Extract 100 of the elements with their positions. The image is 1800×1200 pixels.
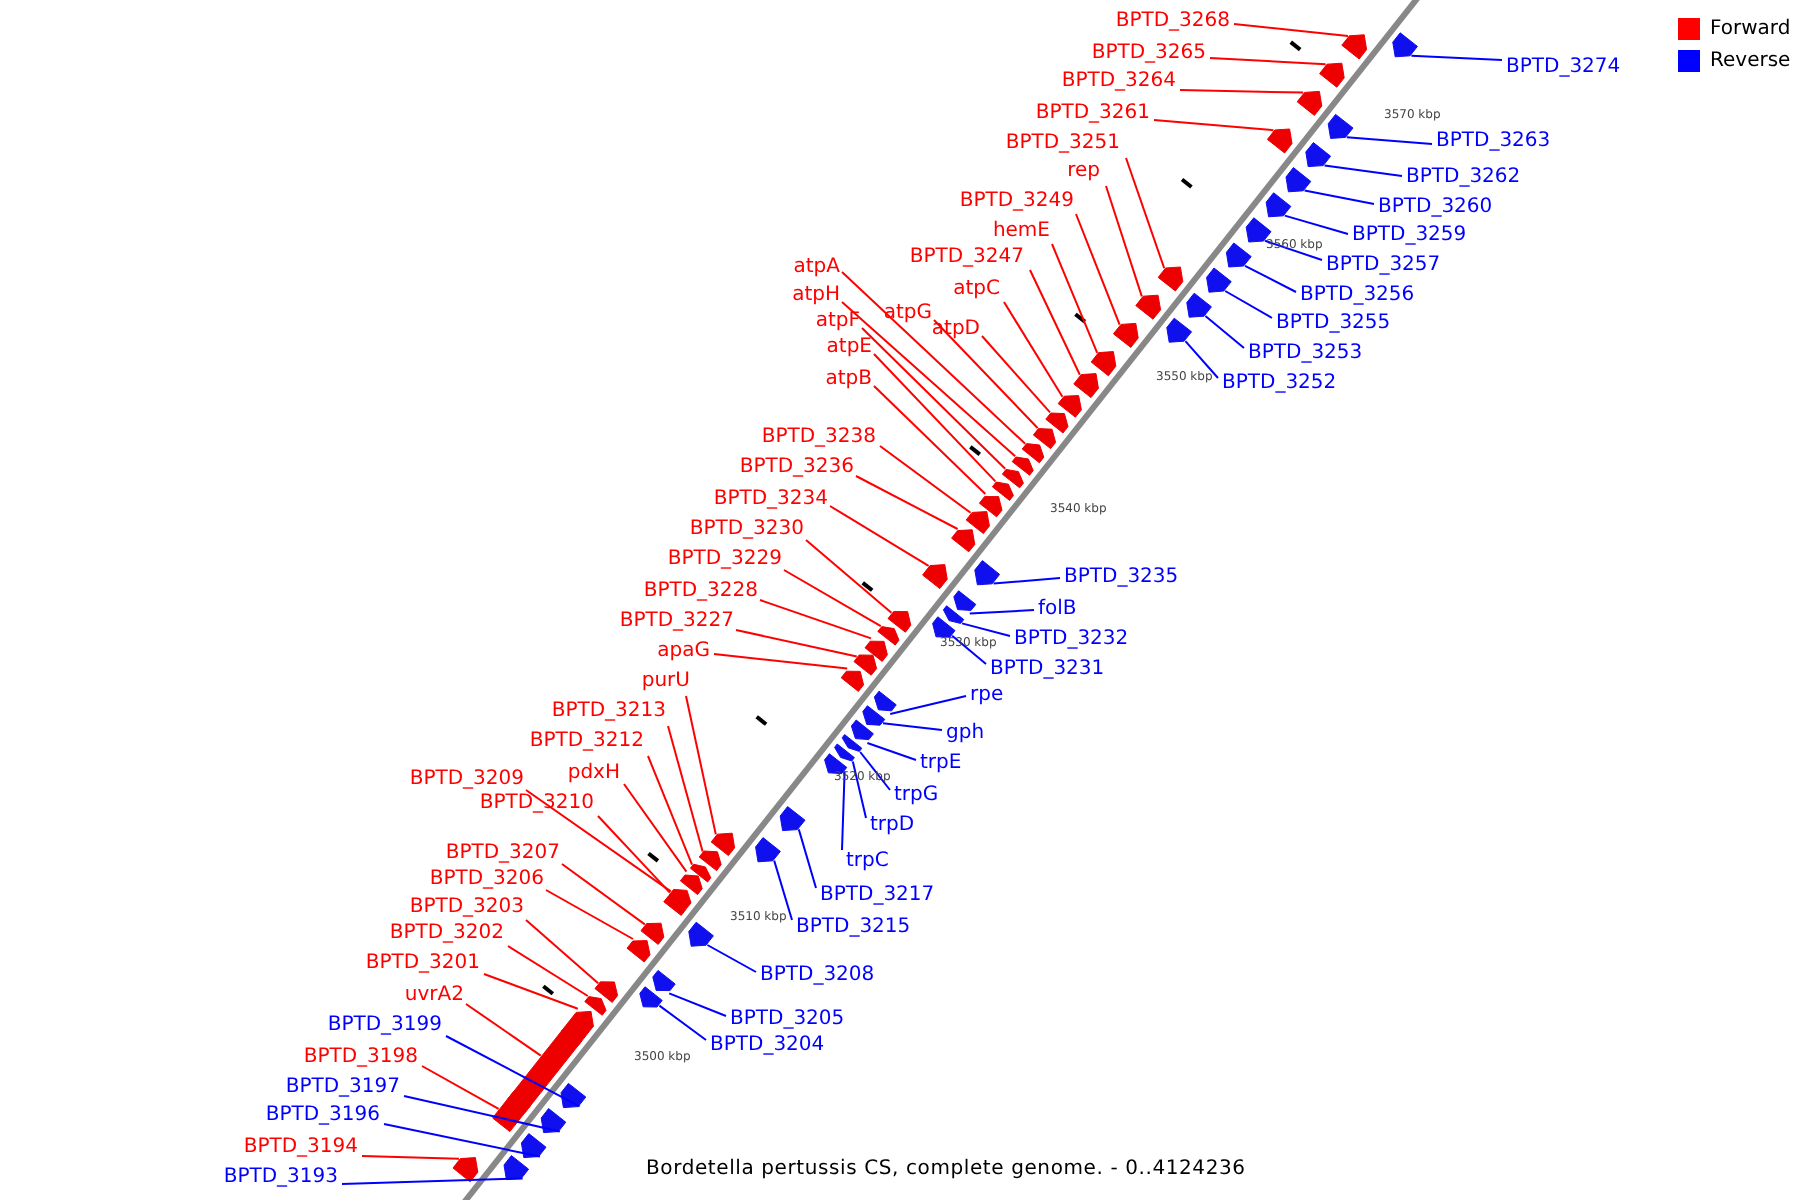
gene-label: BPTD_3197 — [285, 1076, 400, 1100]
gene-label: BPTD_3229 — [667, 548, 782, 572]
gene-label: BPTD_3227 — [619, 610, 734, 634]
leader-line — [421, 1065, 500, 1110]
gene-block — [584, 996, 607, 1016]
leader-line — [759, 599, 872, 640]
gene-label: BPTD_3257 — [1326, 254, 1441, 278]
gene-label: BPTD_3259 — [1352, 224, 1467, 248]
gene-block — [1021, 443, 1045, 464]
gene-block — [1057, 395, 1082, 418]
gene-block — [942, 605, 965, 624]
leader-line — [866, 742, 917, 761]
leader-line — [829, 505, 930, 567]
gene-label: BPTD_3193 — [223, 1166, 338, 1190]
leader-line — [706, 944, 757, 973]
gene-label: BPTD_3212 — [529, 730, 644, 754]
leader-line — [889, 695, 967, 715]
leader-line — [879, 445, 972, 514]
leader-line — [545, 889, 634, 940]
gene-block — [492, 1090, 531, 1133]
leader-line — [713, 653, 849, 670]
gene-block — [951, 529, 976, 553]
gene-block — [953, 590, 977, 611]
gene-label: BPTD_3206 — [429, 868, 544, 892]
gene-label: BPTD_3261 — [1035, 102, 1150, 126]
gene-block — [640, 922, 665, 945]
gene-label: BPTD_3228 — [643, 580, 758, 604]
gene-label: trpG — [894, 784, 939, 808]
leader-line — [403, 1095, 561, 1133]
gene-label: BPTD_3235 — [1064, 566, 1179, 590]
gene-label: BPTD_3274 — [1506, 56, 1621, 80]
gene-label: BPTD_3263 — [1436, 130, 1551, 154]
gene-label: BPTD_3256 — [1300, 284, 1415, 308]
gene-label: trpD — [870, 814, 915, 838]
gene-label: BPTD_3253 — [1248, 342, 1363, 366]
leader-line — [1244, 264, 1297, 293]
leader-line — [783, 569, 882, 628]
gene-block — [853, 654, 878, 676]
gene-block — [991, 481, 1014, 501]
gene-block — [452, 1157, 479, 1183]
leader-line — [1209, 57, 1327, 66]
leader-line — [1233, 23, 1349, 37]
gene-block — [1245, 217, 1272, 243]
leader-line — [361, 1155, 460, 1160]
legend-label: Forward — [1710, 18, 1791, 42]
leader-line — [841, 301, 1017, 458]
leader-line — [841, 271, 1027, 445]
gene-block — [834, 743, 855, 762]
leader-line — [873, 353, 997, 483]
leader-line — [597, 815, 671, 894]
gene-label: atpG — [883, 302, 932, 326]
gene-block — [1032, 428, 1057, 450]
gene-block — [560, 1082, 587, 1109]
leader-line — [961, 622, 1011, 637]
gene-label: BPTD_3234 — [713, 488, 828, 512]
leader-line — [1204, 315, 1245, 349]
leader-line — [525, 789, 672, 893]
gene-block — [864, 640, 888, 662]
gene-block — [978, 496, 1003, 518]
gene-label: BPTD_3207 — [445, 842, 560, 866]
leader-line — [855, 475, 959, 530]
gene-label: BPTD_3196 — [265, 1104, 380, 1128]
gene-label: BPTD_3202 — [389, 922, 504, 946]
leader-line — [667, 725, 704, 853]
leader-line — [797, 828, 817, 889]
gene-label: gph — [946, 722, 985, 746]
gene-block — [698, 850, 722, 872]
leader-line — [1410, 54, 1503, 61]
leader-line — [383, 1123, 541, 1158]
gene-block — [932, 616, 956, 638]
gene-block — [1135, 294, 1162, 320]
gene-block — [1296, 90, 1323, 116]
leader-line — [1105, 185, 1143, 298]
gene-block — [841, 734, 863, 752]
gene-block — [652, 969, 676, 992]
leader-line — [1283, 214, 1349, 235]
gene-block — [689, 863, 712, 883]
leader-line — [525, 919, 600, 985]
leader-line — [805, 539, 893, 614]
gene-block — [840, 670, 865, 692]
leader-line — [445, 1035, 581, 1108]
gene-label: atpH — [792, 284, 840, 308]
leader-line — [1184, 340, 1219, 379]
gene-block — [1186, 292, 1212, 318]
gene-label: BPTD_3232 — [1014, 628, 1129, 652]
gene-label: BPTD_3255 — [1276, 312, 1391, 336]
leader-line — [1051, 243, 1099, 354]
leader-line — [773, 859, 793, 921]
gene-block — [873, 690, 897, 712]
gene-label: BPTD_3213 — [551, 700, 666, 724]
gene-label: BPTD_3208 — [760, 964, 875, 988]
gene-label: trpC — [846, 850, 889, 874]
gene-label: BPTD_3260 — [1378, 196, 1493, 220]
leader-line — [647, 755, 693, 866]
gene-label: uvrA2 — [404, 984, 464, 1008]
gene-label: BPTD_3209 — [409, 768, 524, 792]
gene-block — [1319, 62, 1345, 88]
gene-label: BPTD_3265 — [1091, 42, 1206, 66]
gene-label: BPTD_3194 — [243, 1136, 358, 1160]
gene-label: BPTD_3205 — [730, 1008, 845, 1032]
